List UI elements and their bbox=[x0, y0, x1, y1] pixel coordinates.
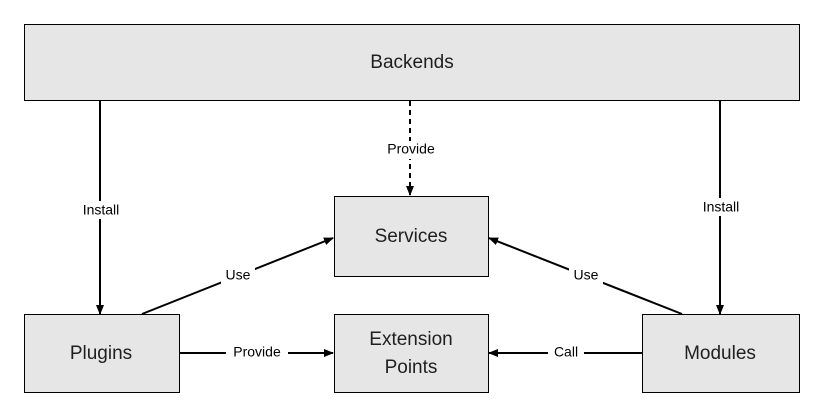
edge-plugins-provide-extension-points: Provide bbox=[180, 344, 334, 362]
node-label-plugins: Plugins bbox=[70, 343, 132, 364]
node-extension-points: Extension Points bbox=[334, 314, 489, 393]
edge-label-call: Call bbox=[554, 344, 578, 360]
edge-backends-install-modules: Install bbox=[696, 101, 746, 315]
node-label-extension-points-line1: Extension bbox=[369, 329, 452, 350]
node-label-backends: Backends bbox=[370, 52, 453, 73]
edge-label-use-left: Use bbox=[226, 267, 251, 283]
edge-plugins-use-services: Use bbox=[141, 237, 334, 315]
edge-modules-call-extension-points: Call bbox=[488, 344, 642, 362]
node-services: Services bbox=[334, 196, 489, 277]
edge-label-install-left: Install bbox=[83, 202, 120, 218]
node-modules: Modules bbox=[642, 314, 800, 393]
edge-label-use-right: Use bbox=[574, 267, 599, 283]
edge-label-provide-top: Provide bbox=[387, 141, 435, 157]
node-label-modules: Modules bbox=[684, 343, 756, 364]
edge-modules-use-services: Use bbox=[488, 237, 683, 315]
node-plugins: Plugins bbox=[24, 314, 180, 393]
edge-label-install-right: Install bbox=[703, 199, 740, 215]
edge-backends-provide-services: Provide bbox=[380, 101, 440, 196]
node-label-services: Services bbox=[375, 226, 448, 247]
edge-label-provide-bottom: Provide bbox=[233, 344, 281, 360]
edge-backends-install-plugins: Install bbox=[76, 101, 126, 315]
node-label-extension-points-line2: Points bbox=[385, 357, 438, 378]
node-backends: Backends bbox=[24, 24, 800, 101]
